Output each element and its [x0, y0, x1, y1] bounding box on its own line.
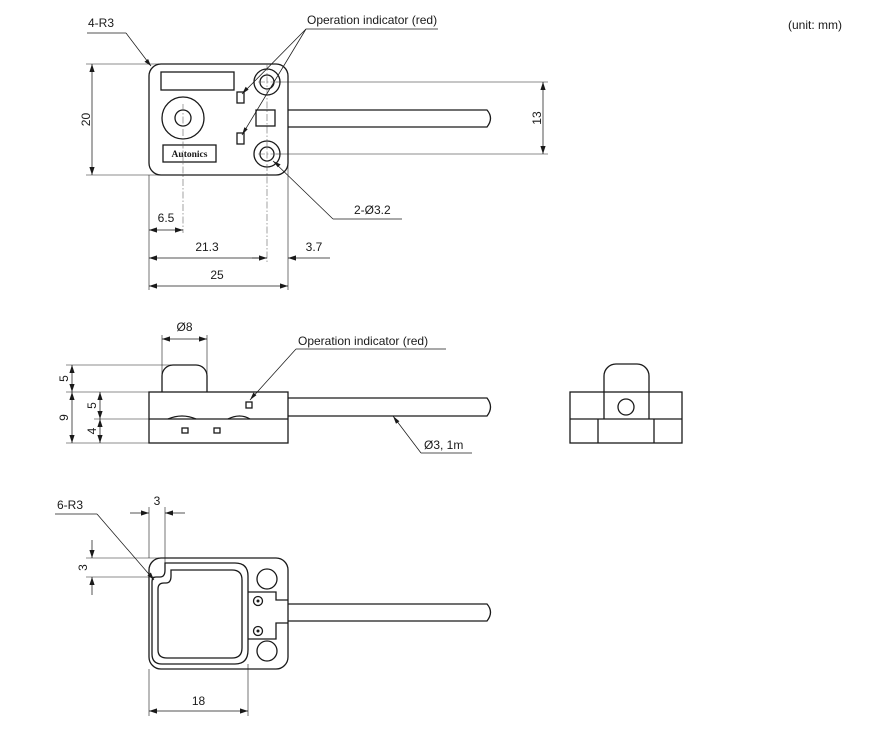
corner-radius-label-bottom: 6-R3	[57, 498, 83, 512]
dim-3-7-label: 3.7	[306, 240, 323, 254]
lens-profile-end	[603, 363, 650, 392]
side-view: Ø8 5 9 5 4 Operation indicator (red) Ø3,…	[57, 320, 492, 454]
cable-bottom	[288, 603, 492, 622]
dim-25-label: 25	[210, 268, 224, 282]
dim-13-label: 13	[530, 111, 544, 125]
indicator-led-2	[236, 132, 245, 145]
dim-6-5-label: 6.5	[158, 211, 175, 225]
unit-note: (unit: mm)	[788, 18, 842, 32]
indicator-led-1	[236, 91, 245, 104]
sensor-body-side	[148, 391, 289, 444]
logo-plate	[162, 144, 217, 163]
bottom-cover-inner	[157, 569, 243, 659]
bottom-view: 3 3 18 6-R3	[55, 494, 492, 716]
cable-end-section	[617, 398, 635, 416]
bottom-hole-lower	[256, 640, 278, 662]
screw-upper	[252, 595, 264, 607]
dim-cover-w-label: 18	[192, 694, 206, 708]
top-view: Autonics 20 13 6.5	[79, 13, 548, 290]
dim-21-3-label: 21.3	[195, 240, 219, 254]
end-view	[569, 363, 683, 444]
dim-body-h-label: 9	[57, 414, 71, 421]
indicator-label-top: Operation indicator (red)	[307, 13, 437, 27]
bottom-hole-upper	[256, 568, 278, 590]
dim-upper-h-label: 5	[85, 402, 99, 409]
label-window	[160, 71, 235, 91]
dim-lower-h-label: 4	[85, 427, 99, 434]
cable-side	[288, 397, 492, 417]
dim-edge-w-label: 3	[154, 494, 161, 508]
sensor-body-bottom	[148, 557, 289, 670]
dim-lens-h-label: 5	[57, 375, 71, 382]
dim-20-label: 20	[79, 113, 93, 127]
dim-edge-h-label: 3	[76, 564, 90, 571]
screw-lower	[252, 625, 264, 637]
indicator-led-side	[245, 401, 253, 409]
lens-profile	[161, 364, 208, 392]
cable-top	[288, 109, 492, 128]
cable-clamp	[255, 109, 276, 127]
hole-callout-label: 2-Ø3.2	[354, 203, 391, 217]
sensor-body-top	[148, 63, 289, 176]
bottom-cover-outer	[151, 562, 249, 665]
dim-lens-dia-label: Ø8	[176, 320, 192, 334]
corner-radius-label-top: 4-R3	[88, 16, 114, 30]
cable-callout-label: Ø3, 1m	[424, 438, 463, 452]
brand-logo: Autonics	[172, 150, 208, 160]
indicator-label-side: Operation indicator (red)	[298, 334, 428, 348]
